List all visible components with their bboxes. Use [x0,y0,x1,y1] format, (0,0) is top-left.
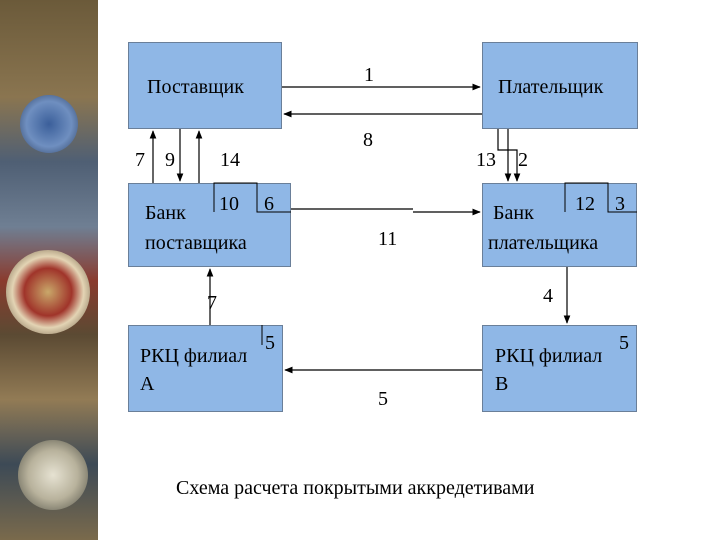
step-4: 4 [543,285,553,307]
step-10: 10 [219,193,239,215]
arrow-2-bent [497,129,521,182]
rkc-b-label-2: В [495,373,509,395]
step-6: 6 [264,193,274,215]
diagram-caption: Схема расчета покрытыми аккредетивами [176,477,535,499]
cross-order-image [6,250,90,334]
rkc-a-label-1: РКЦ филиал [140,345,248,367]
step-7-mid: 7 [207,292,217,314]
step-3: 3 [615,193,625,215]
step-5-bottom: 5 [378,388,388,410]
step-5-b: 5 [619,332,629,354]
step-1: 1 [364,64,374,86]
supplier-box [128,42,282,129]
step-13: 13 [476,149,496,171]
rkc-a-box [128,325,283,412]
step-5-a: 5 [265,332,275,354]
rkc-b-label-1: РКЦ филиал [495,345,603,367]
step-12: 12 [575,193,595,215]
bank-payer-label-2: плательщика [488,232,599,254]
step-9: 9 [165,149,175,171]
supplier-label: Поставщик [147,76,244,98]
step-14: 14 [220,149,240,171]
payer-label: Плательщик [498,76,604,98]
step-2: 2 [518,149,528,171]
medal-image [20,95,78,153]
frame-12-3 [564,182,637,213]
rkc-a-label-2: А [140,373,155,395]
bank-supplier-label-2: поставщика [145,232,247,254]
bank-supplier-box [128,183,291,267]
payer-box [482,42,638,129]
decorative-photo-strip [0,0,98,540]
compass-image [18,440,88,510]
bank-payer-label-1: Банк [493,202,534,224]
bank-supplier-label-1: Банк [145,202,186,224]
step-8: 8 [363,129,373,151]
step-7-top: 7 [135,149,145,171]
rkc-b-box [482,325,637,412]
frame-10-6 [213,182,291,213]
bank-payer-box [482,183,637,267]
step-11: 11 [378,228,398,250]
